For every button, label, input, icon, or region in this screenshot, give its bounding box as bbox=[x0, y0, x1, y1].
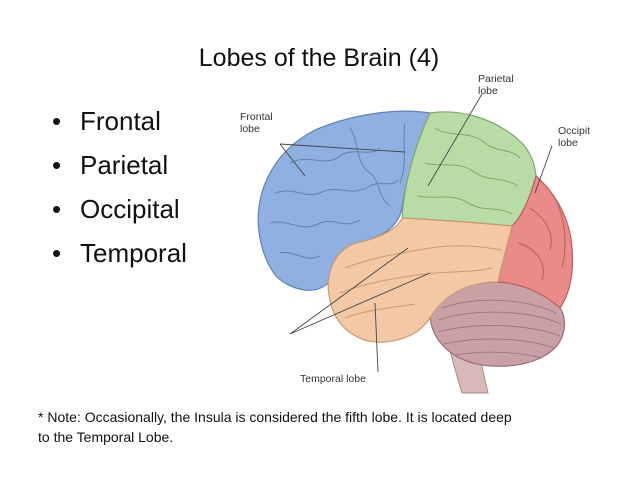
brain-lobes-diagram: Frontal lobe Parietal lobe Occipital lob… bbox=[240, 73, 590, 394]
footnote-line-2: to the Temporal Lobe. bbox=[38, 429, 174, 445]
bullet-label: Temporal bbox=[80, 238, 187, 268]
bullet-dot-icon: • bbox=[52, 194, 62, 224]
lobe-bullet-list: • Frontal • Parietal • Occipital • Tempo… bbox=[50, 102, 187, 278]
bullet-label: Occipital bbox=[80, 194, 180, 224]
bullet-item-parietal: • Parietal bbox=[50, 146, 187, 190]
parietal-label-line2: lobe bbox=[478, 85, 498, 97]
bullet-dot-icon: • bbox=[52, 150, 62, 180]
label-leader-lines bbox=[279, 93, 553, 373]
occipital-gyri bbox=[517, 197, 566, 281]
frontal-leader-line-2 bbox=[279, 143, 406, 153]
temporal-label: Temporal lobe bbox=[300, 373, 366, 385]
footnote-line-1: * Note: Occasionally, the Insula is cons… bbox=[38, 409, 512, 425]
temporal-leader-line-3 bbox=[289, 272, 431, 335]
occipital-lobe-shape bbox=[497, 174, 574, 309]
cerebellum-folds bbox=[437, 299, 562, 359]
temporal-lobe-shape bbox=[327, 217, 513, 343]
occipital-leader-line bbox=[534, 145, 553, 194]
bullet-label: Frontal bbox=[80, 106, 161, 136]
occipital-label-line2: lobe bbox=[558, 137, 578, 149]
parietal-leader-line bbox=[427, 93, 483, 187]
parietal-label-line1: Parietal bbox=[478, 73, 514, 85]
frontal-lobe-shape bbox=[257, 110, 431, 291]
temporal-leader-line-2 bbox=[289, 247, 409, 335]
bullet-item-frontal: • Frontal bbox=[50, 102, 187, 146]
frontal-label-line2: lobe bbox=[240, 123, 260, 135]
frontal-leader-line bbox=[279, 143, 306, 177]
occipital-label-line1: Occipital bbox=[558, 125, 590, 137]
temporal-leader-line bbox=[374, 302, 379, 373]
bullet-label: Parietal bbox=[80, 150, 169, 180]
frontal-label-line1: Frontal bbox=[240, 111, 273, 123]
insula-footnote: * Note: Occasionally, the Insula is cons… bbox=[38, 407, 618, 447]
bullet-dot-icon: • bbox=[52, 238, 62, 268]
bullet-item-occipital: • Occipital bbox=[50, 190, 187, 234]
slide-title: Lobes of the Brain (4) bbox=[198, 44, 440, 72]
bullet-dot-icon: • bbox=[52, 106, 62, 136]
parietal-gyri bbox=[417, 127, 521, 215]
temporal-gyri bbox=[339, 245, 503, 319]
frontal-gyri bbox=[269, 122, 406, 259]
bullet-item-temporal: • Temporal bbox=[50, 234, 187, 278]
